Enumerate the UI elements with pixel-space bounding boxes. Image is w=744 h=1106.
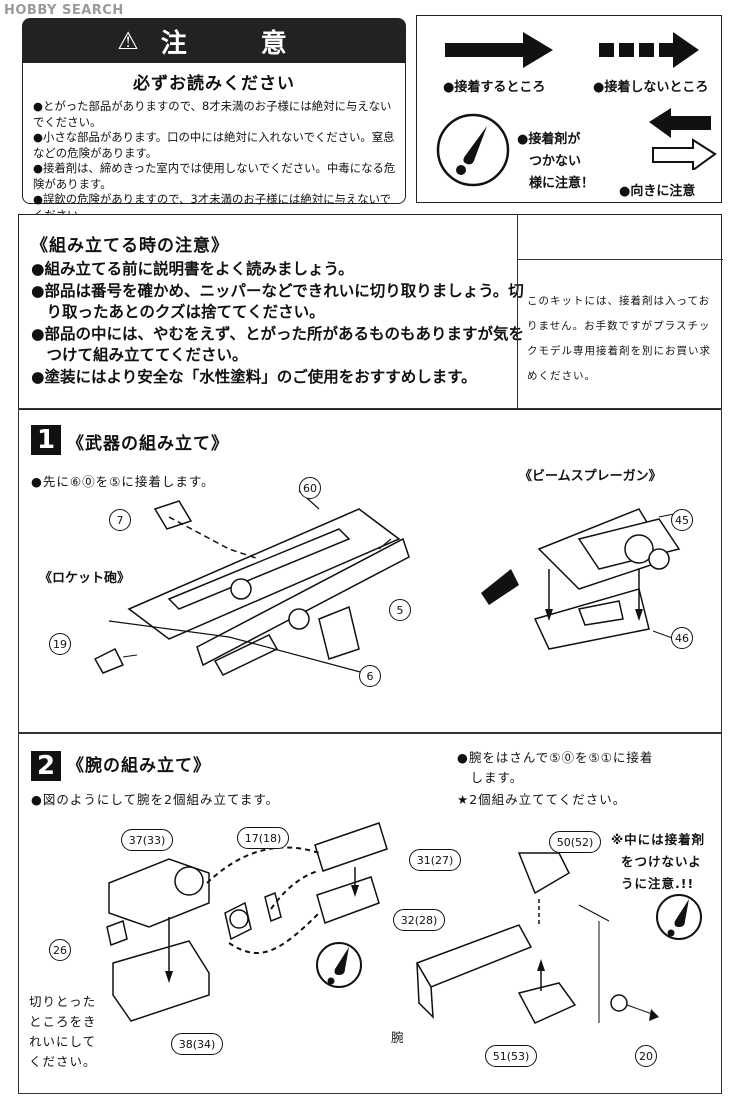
warning-header: ⚠ 注 意: [23, 19, 405, 63]
step1-title: 《武器の組み立て》: [67, 434, 229, 454]
legend-no-glue: ●接着しないところ: [593, 80, 709, 95]
glue-not-included-note: このキットには、接着剤は入っておりません。お手数ですがプラスチックモデル専用接着…: [527, 295, 711, 382]
assembly-note-item: ●塗装にはより安全な「水性塗料」のご使用をおすすめします。: [31, 367, 477, 386]
step1-instruction: ●先に⑥⓪を⑤に接着します。: [31, 474, 215, 489]
cut-note-1: 切りとった: [29, 994, 97, 1009]
step2-instruction: ●図のようにして腕を2個組み立てます。: [31, 792, 280, 807]
part-label-51: 51(53): [485, 1045, 537, 1067]
warning-item: ●接着剤は、締めきった室内では使用しないでください。中毒になる危険があります。: [33, 161, 396, 191]
step1-number: 1: [31, 425, 61, 455]
notes-divider: [517, 215, 518, 409]
part-label-19: 19: [49, 633, 71, 655]
warning-item: ●小さな部品があります。口の中には絶対に入れないでください。窒息などの危険があり…: [33, 130, 395, 160]
part-label-46: 46: [671, 627, 693, 649]
warning-subtitle: 必ずお読みください: [133, 74, 295, 94]
step1-section: 1 《武器の組み立て》 ●先に⑥⓪を⑤に接着します。 《ロケット砲》 《ビームス…: [18, 408, 722, 734]
no-glue-inside-note-1: ※中には接着剤: [611, 832, 706, 847]
warning-list: ●とがった部品がありますので、8才未満のお子様には絶対に与えないでください。 ●…: [33, 99, 399, 223]
part-label-60: 60: [299, 477, 321, 499]
part-label-50: 50(52): [549, 831, 601, 853]
dashed-arrow-icon: [599, 32, 699, 68]
step2-instruction-right-3: ★2個組み立ててください。: [457, 792, 627, 807]
beam-spray-gun-label: 《ビームスプレーガン》: [519, 469, 662, 484]
legend-no-glue-warning-1: ●接着剤が: [517, 132, 581, 147]
warning-box: ⚠ 注 意 必ずお読みください ●とがった部品がありますので、8才未満のお子様に…: [22, 18, 406, 222]
no-glue-inside-note-2: をつけないよ: [621, 854, 702, 869]
assembly-note-item: ●組み立てる前に説明書をよく読みましょう。: [31, 260, 354, 278]
legend-no-glue-warning-2: つかない: [529, 154, 582, 169]
no-glue-icon: [316, 942, 362, 988]
part-label-32: 32(28): [393, 909, 445, 931]
step2-instruction-right-1: ●腕をはさんで⑤⓪を⑤①に接着: [457, 750, 654, 765]
part-label-6: 6: [359, 665, 381, 687]
part-label-37: 37(33): [121, 829, 173, 851]
part-label-20: 20: [635, 1045, 657, 1067]
cut-note-4: ください。: [29, 1054, 97, 1069]
step2-instruction-right-2: します。: [457, 770, 524, 785]
no-glue-inside-note-3: うに注意.!!: [621, 876, 695, 891]
arm-diagram: [106, 822, 702, 1024]
cut-note-2: ところをき: [29, 1014, 97, 1029]
assembly-note-item: つけて組み立ててください。: [31, 346, 248, 364]
assembly-notes-list: ●組み立てる前に説明書をよく読みましょう。 ●部品は番号を確かめ、ニッパーなどで…: [31, 259, 524, 388]
part-label-45: 45: [671, 509, 693, 531]
part-label-38: 38(34): [171, 1033, 223, 1055]
part-label-5: 5: [389, 599, 411, 621]
legend-no-glue-warning-3: 様に注意！: [529, 176, 595, 191]
arm-label: 腕: [391, 1030, 405, 1045]
weapon-diagram: [93, 490, 681, 678]
legend-glue-here: ●接着するところ: [443, 80, 546, 95]
solid-arrow-icon: [445, 32, 553, 68]
no-glue-icon-2: [656, 894, 702, 940]
assembly-note-item: り取ったあとのクズは捨ててください。: [31, 303, 325, 321]
warning-triangle-icon: ⚠: [117, 27, 139, 55]
notes-divider-h: [517, 259, 723, 260]
legend-box: ●接着するところ ●接着しないところ ●接着剤が つかない 様に注意！ ●向きに…: [416, 15, 722, 203]
part-label-31: 31(27): [409, 849, 461, 871]
assembly-note-item: ●部品の中には、やむをえず、とがった所があるものもありますが気を: [31, 324, 524, 343]
step2-section: 2 《腕の組み立て》 ●図のようにして腕を2個組み立てます。 ●腕をはさんで⑤⓪…: [18, 732, 722, 1094]
part-label-7: 7: [109, 509, 131, 531]
site-logo: HOBBY SEARCH: [4, 3, 124, 18]
warning-item: ●とがった部品がありますので、8才未満のお子様には絶対に与えないでください。: [33, 99, 392, 129]
legend-direction: ●向きに注意: [619, 184, 696, 199]
rocket-launcher-label: 《ロケット砲》: [39, 571, 131, 586]
cut-note-3: れいにして: [29, 1034, 97, 1049]
part-label-26: 26: [49, 939, 71, 961]
step2-title: 《腕の組み立て》: [67, 756, 211, 776]
direction-arrows-icon: [649, 108, 717, 170]
part-label-17: 17(18): [237, 827, 289, 849]
assembly-note-item: ●部品は番号を確かめ、ニッパーなどできれいに切り取りましょう。切: [31, 281, 524, 300]
assembly-notes-title: 《組み立てる時の注意》: [31, 236, 229, 256]
no-glue-drop-icon: [436, 113, 510, 187]
assembly-notes-box: 《組み立てる時の注意》 ●組み立てる前に説明書をよく読みましょう。 ●部品は番号…: [18, 214, 723, 410]
warning-title: 注 意: [160, 28, 311, 59]
step2-number: 2: [31, 751, 61, 781]
